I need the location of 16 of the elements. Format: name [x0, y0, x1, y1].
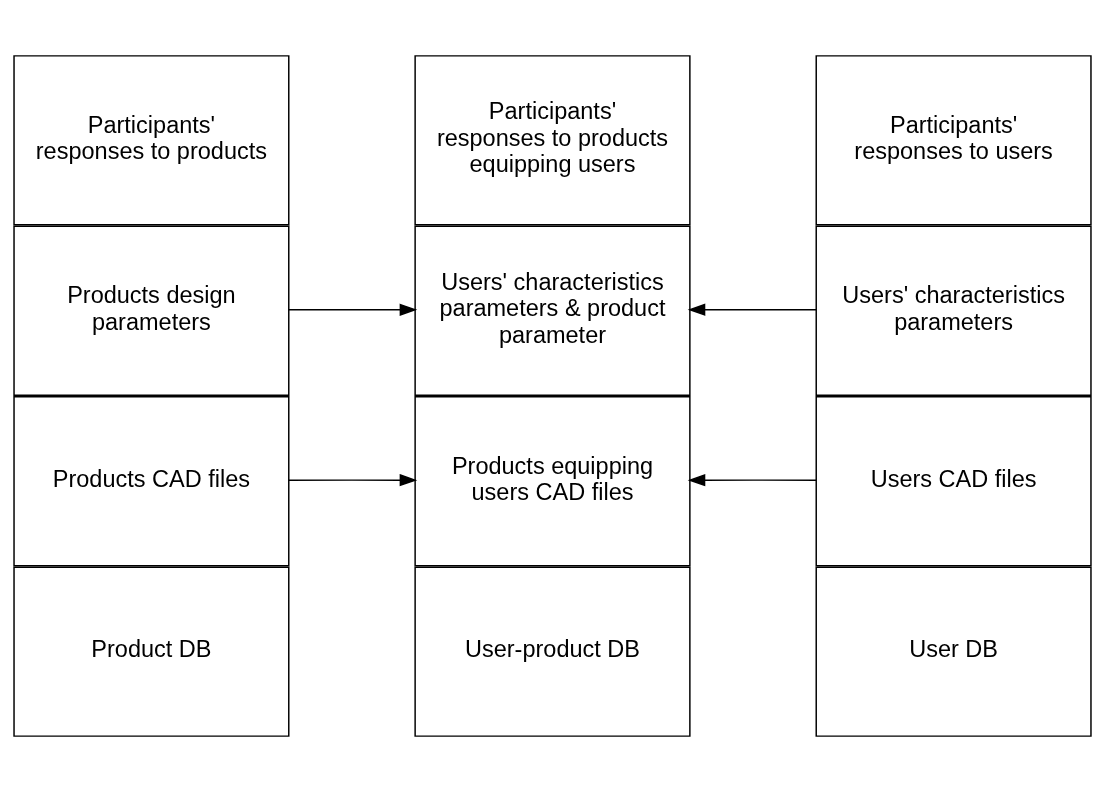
node-box: Products CAD files — [13, 396, 290, 567]
arrow — [687, 303, 817, 316]
node-box: Participants' responses to products equipping users — [414, 55, 691, 226]
arrow — [687, 473, 817, 487]
node-box: Products design parameters — [13, 225, 290, 396]
arrow — [288, 473, 418, 487]
node-box: Users' characteristics parameters & product parameter — [414, 225, 691, 396]
node-box: User-product DB — [414, 566, 691, 737]
arrow — [288, 303, 418, 316]
node-box: User DB — [815, 566, 1092, 737]
node-box: Participants' responses to products — [13, 55, 290, 226]
node-box: Users' characteristics parameters — [815, 225, 1092, 396]
node-box: Products equipping users CAD files — [414, 396, 691, 567]
node-box: Product DB — [13, 566, 290, 737]
node-box: Users CAD files — [815, 396, 1092, 567]
node-box: Participants' responses to users — [815, 55, 1092, 226]
